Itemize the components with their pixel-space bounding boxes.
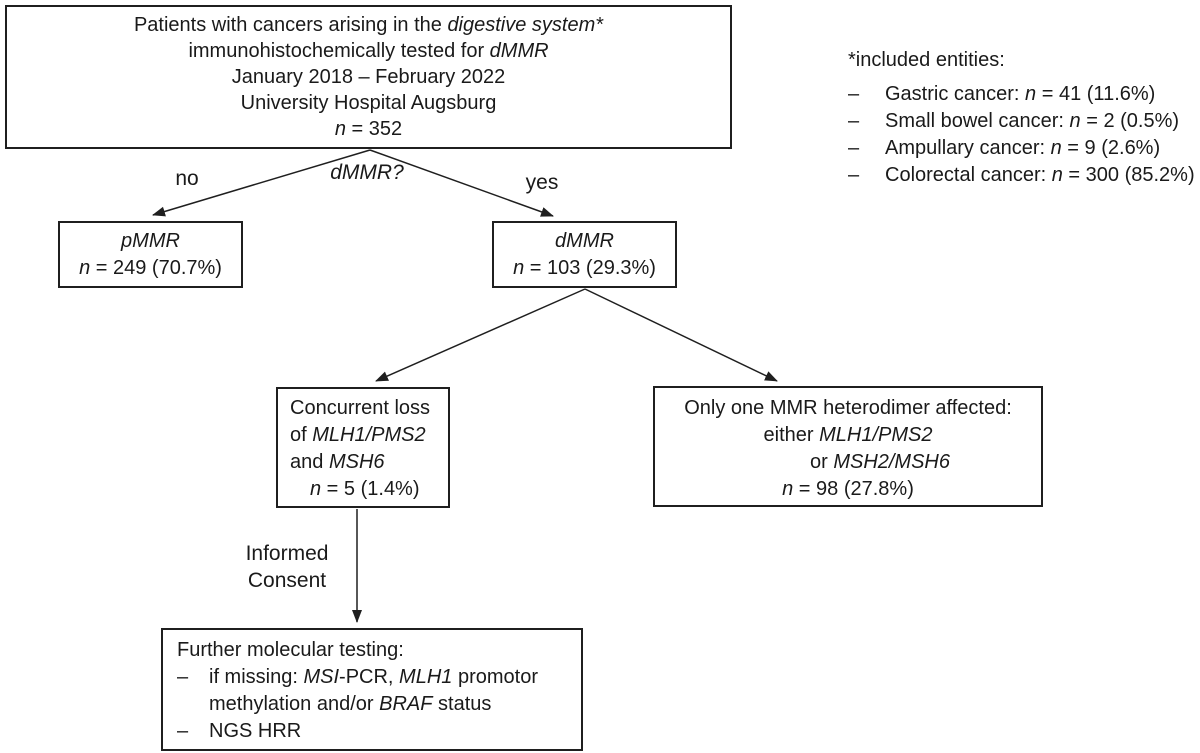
patients-cohort-box: Patients with cancers arising in the dig… — [5, 5, 732, 149]
further-bullet-1-line-2: methylation and/or BRAF status — [209, 693, 492, 715]
dash-bullet: – — [177, 666, 189, 688]
further-bullet-2-text: NGS HRR — [209, 718, 301, 745]
arrow-split-left — [375, 288, 586, 382]
entity-text: Colorectal cancer: n = 300 (85.2%) — [885, 164, 1195, 186]
dash-bullet: – — [848, 110, 860, 132]
concurrent-loss-box: Concurrent loss of MLH1/PMS2 and MSH6 n … — [276, 387, 450, 508]
further-bullet-2-line-1: NGS HRR — [209, 720, 302, 742]
concurrent-line-1: Concurrent loss — [290, 397, 431, 419]
entity-text: Ampullary cancer: n = 9 (2.6%) — [885, 137, 1161, 159]
further-bullet-2: – NGS HRR — [177, 718, 581, 745]
branch-label-dmmr-question: dMMR? — [330, 161, 404, 184]
cohort-title-line: Patients with cancers arising in the dig… — [133, 14, 604, 36]
cohort-period-line: January 2018 – February 2022 — [231, 66, 506, 88]
dmmr-result-box: dMMR n = 103 (29.3%) — [492, 221, 677, 288]
concurrent-line-2: of MLH1/PMS2 — [290, 424, 426, 446]
concurrent-line-3: and MSH6 — [290, 451, 385, 473]
entity-text: Small bowel cancer: n = 2 (0.5%) — [885, 110, 1180, 132]
entity-item-gastric: – Gastric cancer: n = 41 (11.6%) — [848, 81, 1200, 108]
further-bullet-1-text: if missing: MSI-PCR, MLH1 promotor methy… — [209, 664, 538, 718]
dash-bullet: – — [848, 137, 860, 159]
cohort-site-line: University Hospital Augsburg — [240, 92, 497, 114]
branch-label-yes: yes — [525, 171, 559, 194]
informed-consent-line-2: Consent — [247, 569, 327, 592]
dmmr-n-line: n = 103 (29.3%) — [513, 257, 656, 279]
single-line-2: either MLH1/PMS2 — [763, 424, 933, 446]
informed-consent-label: Informed Consent — [232, 540, 342, 594]
dash-bullet: – — [848, 83, 860, 105]
dash-bullet: – — [177, 720, 189, 742]
entity-item-small-bowel: – Small bowel cancer: n = 2 (0.5%) — [848, 108, 1200, 135]
single-line-3: or MSH2/MSH6 — [809, 451, 951, 473]
further-bullet-1-line-1: if missing: MSI-PCR, MLH1 promotor — [209, 666, 538, 688]
cohort-n-line: n = 352 — [334, 118, 403, 140]
entity-item-ampullary: – Ampullary cancer: n = 9 (2.6%) — [848, 135, 1200, 162]
further-heading: Further molecular testing: — [177, 639, 404, 661]
entities-items: – Gastric cancer: n = 41 (11.6%) – Small… — [848, 81, 1200, 189]
arrow-split-right — [584, 288, 778, 382]
dmmr-title-line: dMMR — [555, 230, 614, 252]
concurrent-n-line: n = 5 (1.4%) — [310, 478, 420, 500]
branch-label-no: no — [175, 167, 199, 190]
entities-title: *included entities: — [848, 49, 1005, 71]
further-testing-box: Further molecular testing: – if missing:… — [161, 628, 583, 751]
further-bullet-1: – if missing: MSI-PCR, MLH1 promotor met… — [177, 664, 581, 718]
informed-consent-line-1: Informed — [245, 542, 329, 565]
single-heterodimer-box: Only one MMR heterodimer affected: eithe… — [653, 386, 1043, 507]
dash-bullet: – — [848, 164, 860, 186]
pmmr-result-box: pMMR n = 249 (70.7%) — [58, 221, 243, 288]
entity-text: Gastric cancer: n = 41 (11.6%) — [885, 83, 1156, 105]
cohort-test-line: immunohistochemically tested for dMMR — [188, 40, 549, 62]
single-n-line: n = 98 (27.8%) — [782, 478, 914, 500]
single-line-1: Only one MMR heterodimer affected: — [684, 397, 1012, 419]
pmmr-title-line: pMMR — [121, 230, 180, 252]
pmmr-n-line: n = 249 (70.7%) — [79, 257, 222, 279]
entity-item-colorectal: – Colorectal cancer: n = 300 (85.2%) — [848, 162, 1200, 189]
included-entities-list: *included entities: – Gastric cancer: n … — [848, 47, 1200, 189]
